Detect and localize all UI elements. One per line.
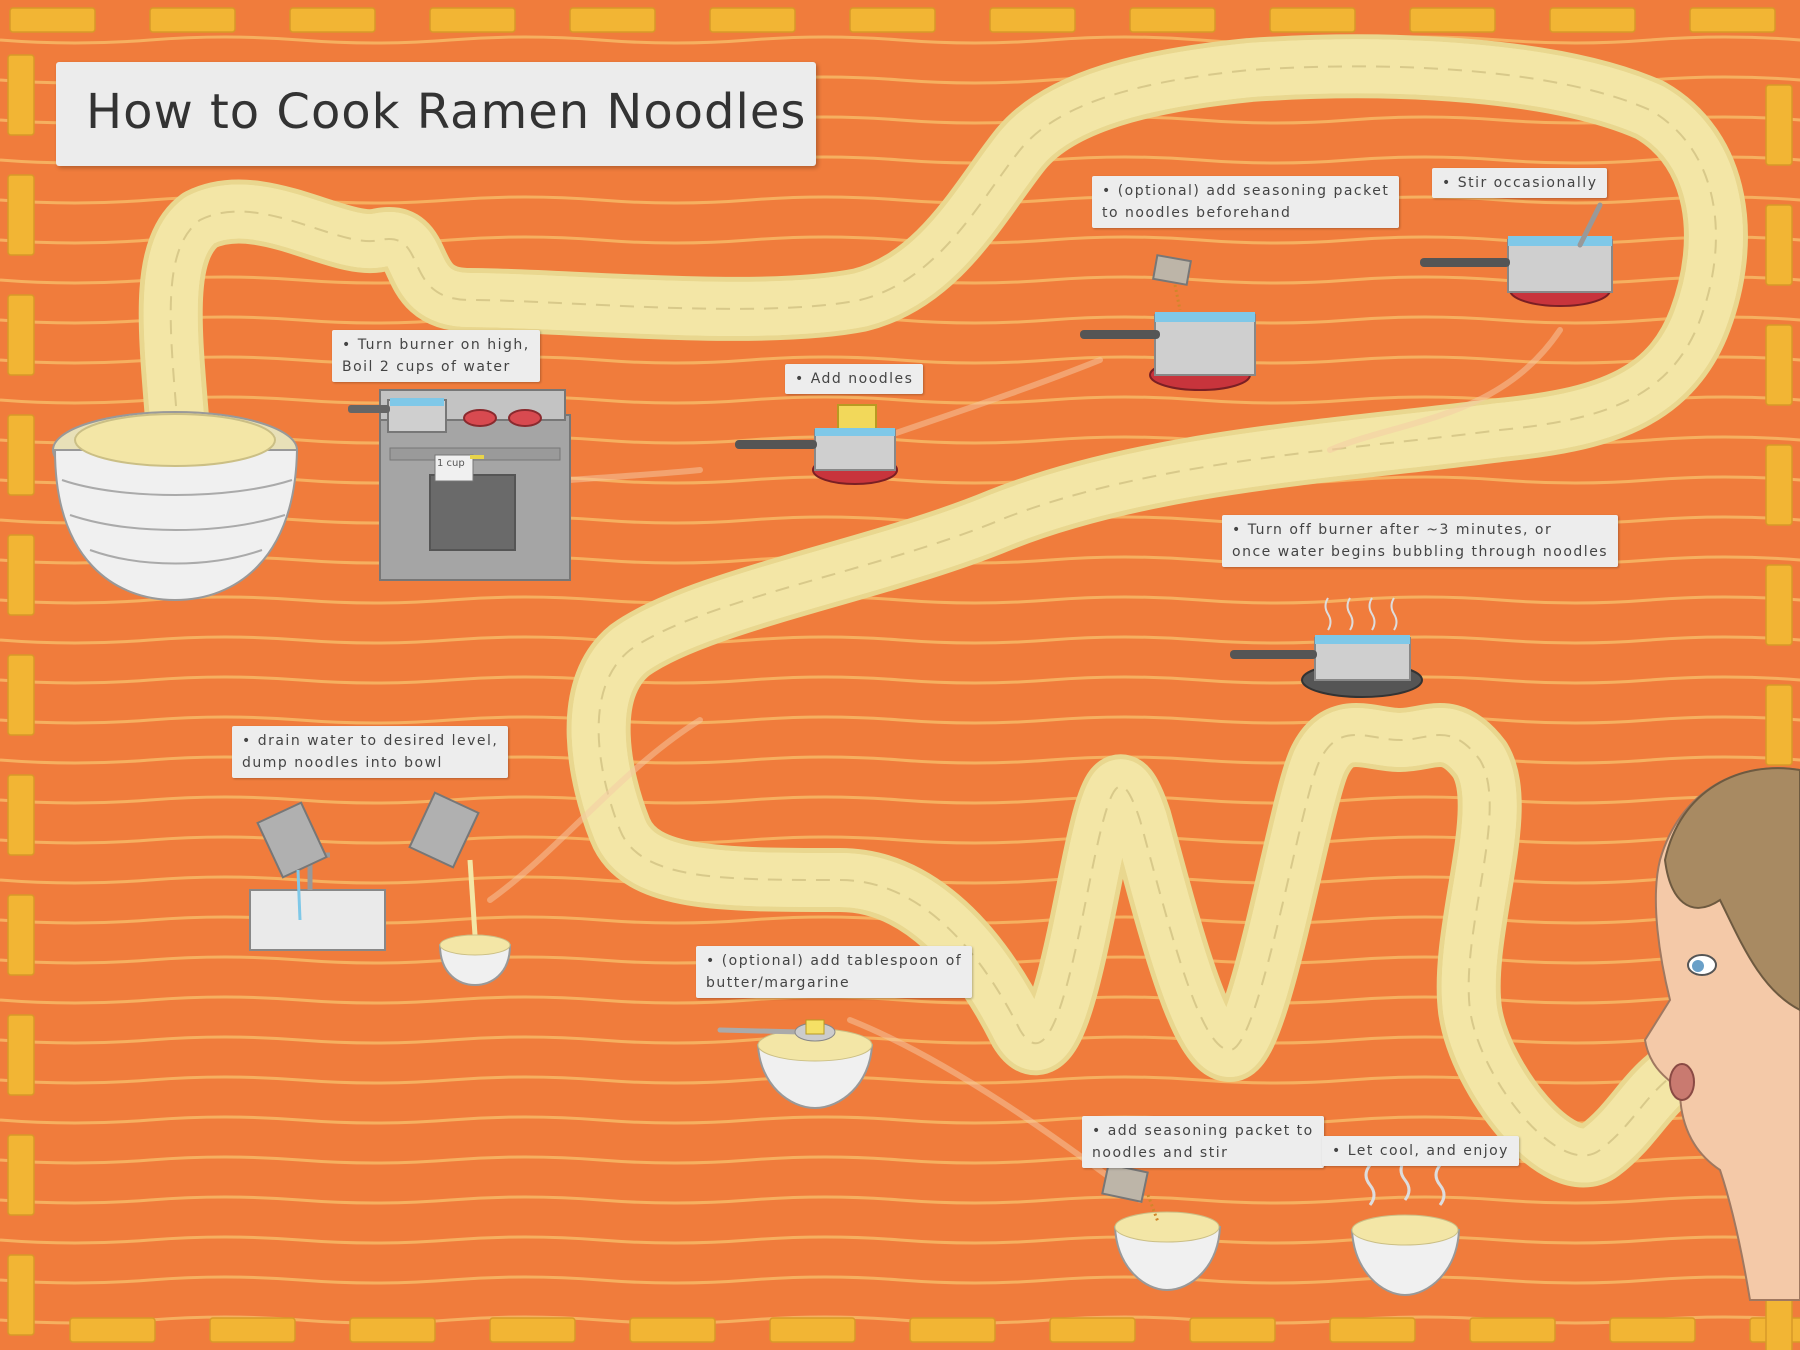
stripe-line — [0, 715, 1800, 725]
step-note-turn-off: • Turn off burner after ~3 minutes, or o… — [1222, 515, 1619, 567]
border-noodle-block — [569, 7, 656, 33]
border-noodle-block — [7, 54, 35, 136]
border-noodle-block — [1409, 7, 1496, 33]
step-note-line: • (optional) add tablespoon of — [706, 953, 963, 969]
bowl-butter — [717, 1019, 874, 1110]
step-note-line: • Add noodles — [795, 371, 914, 387]
stripe-line — [0, 1195, 1800, 1205]
stripe-line — [0, 275, 1800, 285]
stripe-line — [0, 435, 1800, 445]
border-noodle-block — [1765, 684, 1793, 766]
border-noodle-block — [7, 534, 35, 616]
step-note-line: dump noodles into bowl — [242, 755, 443, 771]
border-noodle-block — [1765, 324, 1793, 406]
border-noodle-block — [7, 174, 35, 256]
pot-seasoning — [1080, 254, 1256, 391]
step-note-boil: • Turn burner on high, Boil 2 cups of wa… — [332, 330, 540, 382]
border-noodle-block — [429, 7, 516, 33]
noodle-ribbon — [138, 34, 1748, 1188]
border-noodle-block — [1469, 1317, 1556, 1343]
pot-off-burner — [1230, 597, 1423, 698]
step-note-seasoning-optional: • (optional) add seasoning packet to noo… — [1092, 176, 1400, 228]
border-noodle-block — [1189, 1317, 1276, 1343]
step-note-butter: • (optional) add tablespoon of butter/ma… — [696, 946, 973, 998]
stripe-line — [0, 35, 1800, 45]
border-noodle-block — [769, 1317, 856, 1343]
border-noodle-block — [1765, 564, 1793, 646]
page-title: How to Cook Ramen Noodles — [86, 84, 807, 140]
step-note-seasoning-stir: • add seasoning packet to noodles and st… — [1082, 1116, 1324, 1168]
border-noodle-block — [289, 7, 376, 33]
step-note-line: • add seasoning packet to — [1092, 1123, 1314, 1139]
border-noodle-block — [69, 1317, 156, 1343]
step-note-line: • Let cool, and enjoy — [1332, 1143, 1509, 1159]
border-noodle-block — [1129, 7, 1216, 33]
title-card: How to Cook Ramen Noodles — [56, 62, 816, 166]
step-note-line: • (optional) add seasoning packet — [1102, 183, 1390, 199]
stripe-line — [0, 315, 1800, 325]
step-note-line: butter/margarine — [706, 975, 851, 991]
border-noodle-block — [1765, 204, 1793, 286]
step-note-line: once water begins bubbling through noodl… — [1232, 544, 1609, 560]
step-note-add-noodles: • Add noodles — [785, 364, 924, 394]
border-noodle-block — [349, 1317, 436, 1343]
border-noodle-block — [7, 774, 35, 856]
border-noodle-block — [849, 7, 936, 33]
border-noodle-block — [209, 1317, 296, 1343]
stripe-line — [0, 795, 1800, 805]
noodle-border — [7, 7, 1800, 1350]
stove-with-pot — [348, 389, 571, 581]
stripe-line — [0, 1035, 1800, 1045]
border-noodle-block — [1689, 7, 1776, 33]
border-noodle-block — [7, 1014, 35, 1096]
stripe-line — [0, 875, 1800, 885]
step-note-line: • Turn off burner after ~3 minutes, or — [1232, 522, 1553, 538]
border-noodle-block — [149, 7, 236, 33]
border-noodle-block — [7, 294, 35, 376]
measuring-cup-label: 1 cup — [437, 458, 465, 469]
stripe-line — [0, 1275, 1800, 1285]
border-noodle-block — [7, 414, 35, 496]
border-noodle-block — [629, 1317, 716, 1343]
border-noodle-block — [7, 1134, 35, 1216]
border-noodle-block — [7, 654, 35, 736]
bowl-seasoning — [1101, 1162, 1222, 1292]
stripe-line — [0, 475, 1800, 485]
big-noodle-bowl — [52, 411, 299, 602]
border-noodle-block — [1765, 84, 1793, 166]
step-note-cool-enjoy: • Let cool, and enjoy — [1322, 1136, 1519, 1166]
border-noodle-block — [7, 1254, 35, 1336]
border-noodle-block — [9, 7, 96, 33]
border-noodle-block — [909, 1317, 996, 1343]
pot-stir — [1420, 202, 1613, 307]
bowl-cooling — [1350, 1159, 1461, 1297]
border-noodle-block — [989, 7, 1076, 33]
step-note-stir: • Stir occasionally — [1432, 168, 1608, 198]
step-note-line: to noodles beforehand — [1102, 205, 1292, 221]
step-note-line: • Turn burner on high, — [342, 337, 530, 353]
border-noodle-block — [1049, 1317, 1136, 1343]
step-note-line: noodles and stir — [1092, 1145, 1229, 1161]
border-noodle-block — [709, 7, 796, 33]
border-noodle-block — [489, 1317, 576, 1343]
border-noodle-block — [1549, 7, 1636, 33]
border-noodle-block — [1609, 1317, 1696, 1343]
person-face — [1643, 767, 1800, 1301]
stripe-line — [0, 595, 1800, 605]
stripe-line — [0, 1235, 1800, 1245]
sink-and-pot-strain — [249, 791, 512, 987]
border-noodle-block — [1269, 7, 1356, 33]
border-noodle-block — [1765, 444, 1793, 526]
border-noodle-block — [7, 894, 35, 976]
step-note-line: Boil 2 cups of water — [342, 359, 511, 375]
border-noodle-block — [1329, 1317, 1416, 1343]
stripe-line — [0, 675, 1800, 685]
pot-add-noodles — [735, 404, 898, 485]
step-note-line: • Stir occasionally — [1442, 175, 1598, 191]
stripe-line — [0, 635, 1800, 645]
step-note-line: • drain water to desired level, — [242, 733, 499, 749]
step-note-drain: • drain water to desired level, dump noo… — [232, 726, 509, 778]
